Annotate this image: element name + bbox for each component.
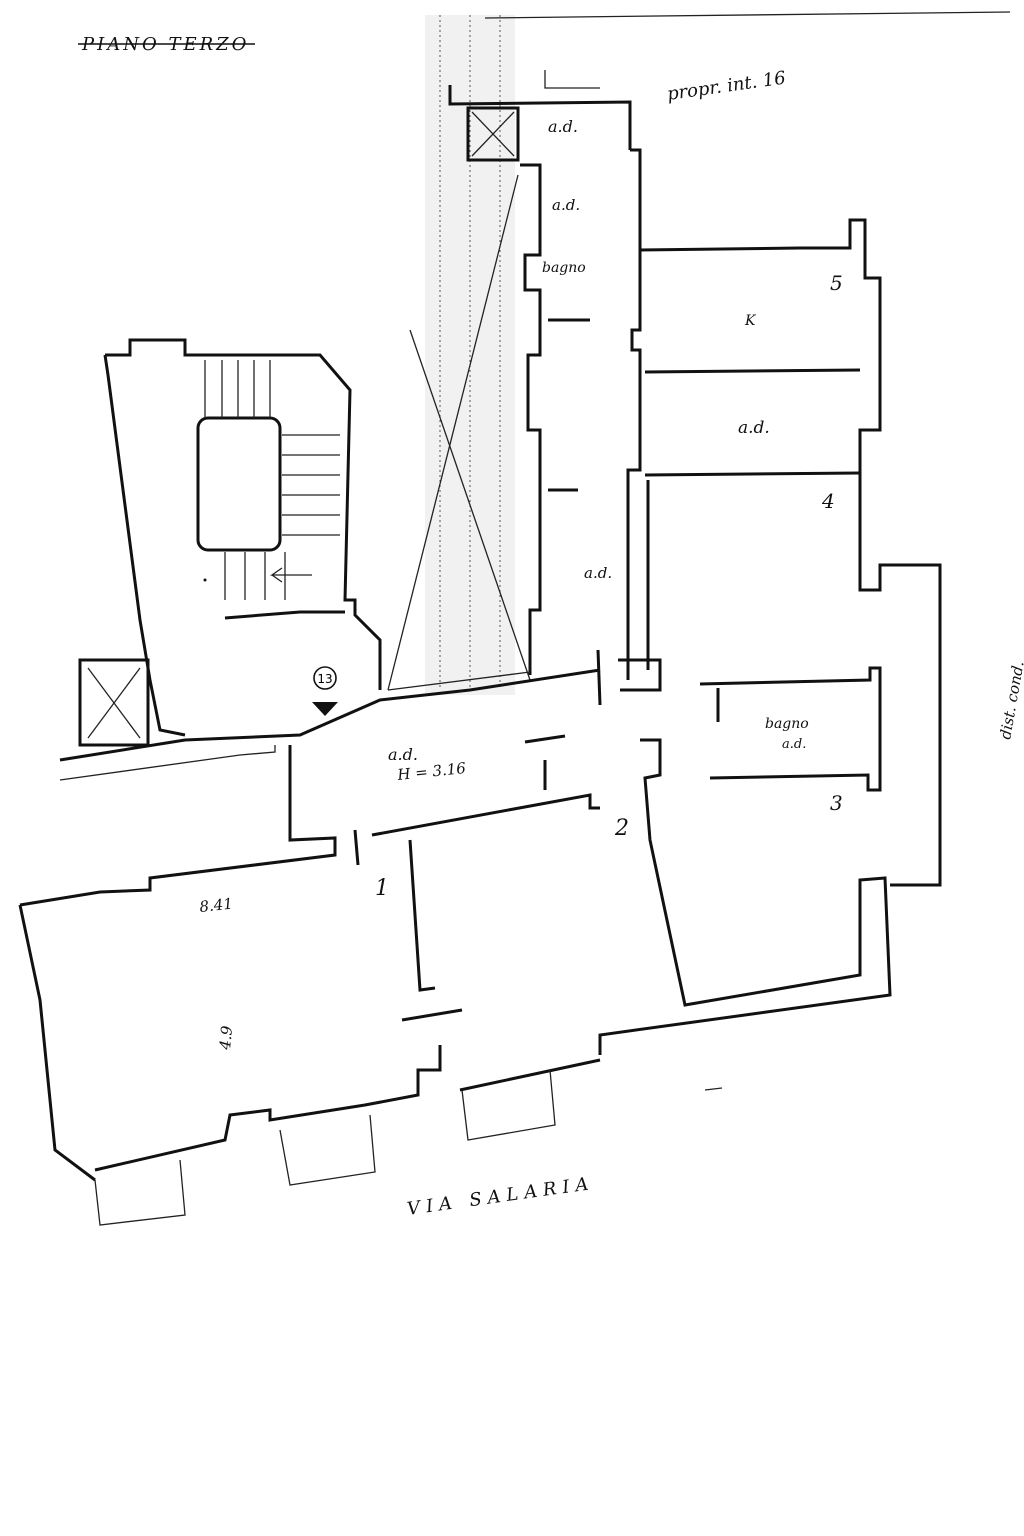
kitchen-label: K — [744, 313, 757, 329]
side-note: dist. cond. — [996, 660, 1024, 741]
service-room-2-label: a.d. — [552, 196, 580, 214]
scan-shading — [425, 11, 1011, 695]
front-walls — [19, 649, 892, 1055]
right-wing-walls — [639, 218, 942, 887]
room-3-label: 3 — [830, 791, 843, 815]
bath-top-label: bagno — [542, 260, 586, 276]
scan-marks — [203, 578, 723, 1091]
street-label: VIA SALARIA — [406, 1173, 596, 1220]
dim-width-label: 8.41 — [199, 895, 234, 916]
room-ad-right-label: a.d. — [738, 418, 770, 438]
dim-depth-label: 4.9 — [216, 1025, 236, 1052]
room-5-label: 5 — [830, 271, 843, 295]
stair-core — [103, 338, 382, 737]
bath-right-label: bagno — [765, 716, 809, 732]
room-1-label: 1 — [375, 876, 389, 901]
light-well — [387, 174, 531, 691]
room-4-label: 4 — [821, 489, 835, 513]
big-room-walls — [18, 904, 601, 1226]
unit-marker: 13 — [312, 666, 338, 716]
neighbour-note: propr. int. 16 — [666, 68, 787, 105]
service-shaft — [448, 70, 632, 162]
hall-ad-label: a.d. — [584, 564, 612, 582]
corridor-label: a.d. — [388, 745, 418, 764]
lift-shaft — [78, 658, 150, 747]
top-service-room-label: a.d. — [548, 117, 578, 136]
right-bath-walls — [699, 666, 882, 792]
bath-right-sub-label: a.d. — [782, 737, 806, 752]
corridor-walls — [520, 148, 642, 680]
unit-number: 13 — [317, 672, 332, 686]
room-2-label: 2 — [614, 816, 629, 841]
